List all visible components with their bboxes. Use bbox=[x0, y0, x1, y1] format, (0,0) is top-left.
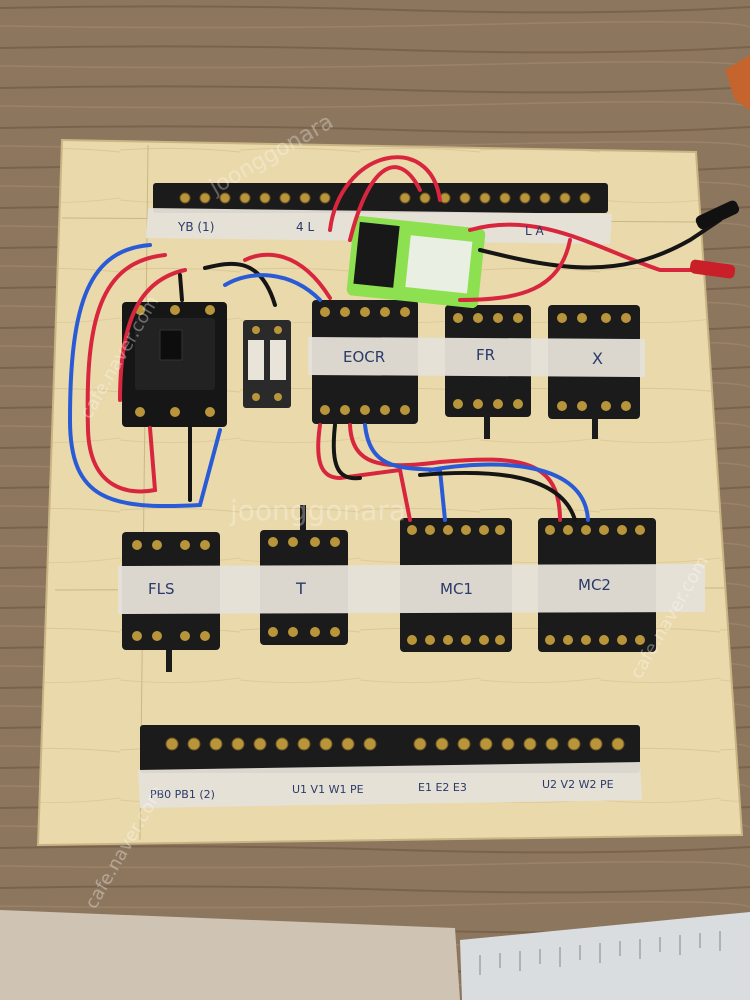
cardboard-sheet bbox=[0, 910, 460, 1000]
top-label-yb: YB (1) bbox=[177, 220, 214, 234]
bottom-label-pb: PB0 PB1 (2) bbox=[150, 788, 215, 801]
relay-label-fls: FLS bbox=[148, 580, 175, 598]
alligator-clips bbox=[689, 200, 740, 279]
bottom-label-uvw2: U2 V2 W2 PE bbox=[542, 778, 614, 791]
circuit-breaker bbox=[122, 302, 227, 427]
top-label-la: L A bbox=[525, 224, 545, 238]
relay-label-mc2: MC2 bbox=[578, 576, 611, 594]
x-socket bbox=[548, 305, 640, 439]
ruler-ticks bbox=[479, 931, 721, 975]
fuse-holder bbox=[243, 320, 291, 408]
bottom-terminal-block bbox=[140, 725, 640, 773]
relay-masking-tape bbox=[308, 337, 645, 377]
relay-label-x: X bbox=[592, 349, 603, 368]
bottom-label-uvw1: U1 V1 W1 PE bbox=[292, 783, 364, 796]
bottom-label-e: E1 E2 E3 bbox=[418, 781, 467, 794]
bottom-masking-tape bbox=[138, 762, 642, 808]
relay-label-t: T bbox=[295, 579, 306, 598]
relay-label-eocr: EOCR bbox=[343, 348, 385, 366]
lower-masking-tape bbox=[118, 564, 705, 614]
green-relay-module bbox=[346, 215, 486, 309]
ruler bbox=[460, 912, 750, 1000]
relay-label-fr: FR bbox=[476, 346, 495, 364]
wires bbox=[67, 155, 722, 522]
red-object-corner bbox=[725, 55, 750, 110]
watermark-joonggonara-mid: joonggonara bbox=[229, 494, 406, 527]
top-terminal-block bbox=[153, 183, 608, 213]
relay-label-mc1: MC1 bbox=[440, 580, 473, 598]
top-label-4l: 4 L bbox=[296, 220, 314, 234]
